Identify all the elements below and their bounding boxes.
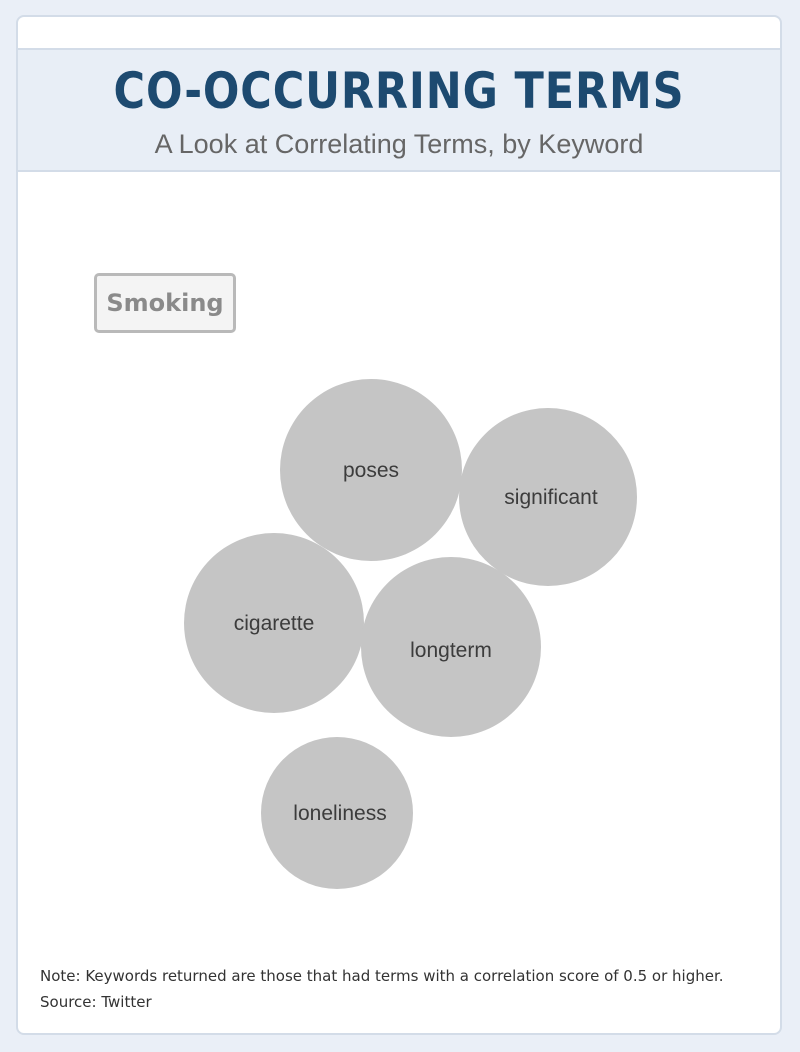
page-subtitle: A Look at Correlating Terms, by Keyword bbox=[154, 129, 644, 159]
bubble-significant: significant bbox=[459, 408, 637, 586]
bubble-poses-label: poses bbox=[343, 459, 399, 482]
bubble-cigarette-circle bbox=[184, 533, 364, 713]
bubble-longterm-label: longterm bbox=[410, 639, 492, 662]
bubble-loneliness-circle bbox=[261, 737, 413, 889]
keyword-tag: Smoking bbox=[94, 273, 236, 333]
header-band: CO-OCCURRING TERMS A Look at Correlating… bbox=[18, 48, 780, 172]
footer-note: Note: Keywords returned are those that h… bbox=[40, 967, 724, 985]
bubble-cigarette-label: cigarette bbox=[234, 612, 315, 635]
bubble-loneliness: loneliness bbox=[261, 737, 413, 889]
footer-notes: Note: Keywords returned are those that h… bbox=[40, 963, 760, 1015]
keyword-label: Smoking bbox=[106, 289, 224, 317]
bubble-significant-label: significant bbox=[504, 486, 598, 509]
bubble-poses-circle bbox=[280, 379, 462, 561]
bubble-significant-circle bbox=[459, 408, 637, 586]
bubble-longterm: longterm bbox=[361, 557, 541, 737]
bubble-cigarette: cigarette bbox=[184, 533, 364, 713]
bubble-longterm-circle bbox=[361, 557, 541, 737]
footer-source: Source: Twitter bbox=[40, 993, 152, 1011]
bubble-loneliness-label: loneliness bbox=[293, 802, 386, 825]
infographic-card: CO-OCCURRING TERMS A Look at Correlating… bbox=[16, 15, 782, 1035]
term-bubbles: poses significant cigarette longterm lon… bbox=[184, 379, 637, 889]
bubble-poses: poses bbox=[280, 379, 462, 561]
page-title: CO-OCCURRING TERMS bbox=[113, 62, 685, 120]
